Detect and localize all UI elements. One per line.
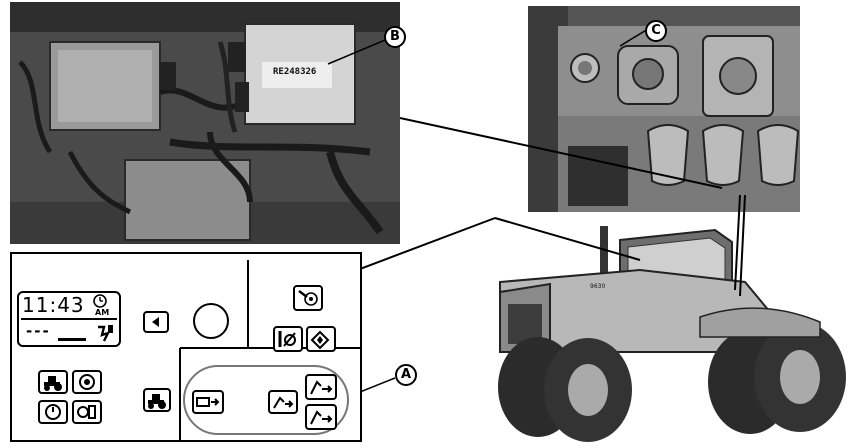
wrench-diagnostic-icon xyxy=(298,290,318,306)
hitch-icon xyxy=(196,397,220,407)
clock-time: 11:43 xyxy=(22,293,85,317)
callout-b: B xyxy=(384,26,406,48)
lcd-divider xyxy=(21,318,117,320)
timer-icon xyxy=(45,404,61,420)
hydraulic-icon xyxy=(310,380,333,395)
diagnostic-button[interactable] xyxy=(293,285,323,311)
callout-c: C xyxy=(645,20,667,42)
tractor-photo xyxy=(470,212,855,444)
fuel-button[interactable] xyxy=(306,326,336,352)
hazard-icon xyxy=(94,321,116,343)
part-number-label: RE248326 xyxy=(273,67,317,77)
lcd-dashes: --- xyxy=(26,322,51,340)
tractor-icon xyxy=(148,394,166,409)
lcd-bar xyxy=(58,338,86,341)
switch-button[interactable] xyxy=(273,326,303,352)
callout-a: A xyxy=(395,364,417,386)
implement-hitch-button[interactable] xyxy=(192,390,224,414)
engine-compartment-photo xyxy=(10,2,400,244)
callout-a-group xyxy=(183,365,349,435)
tractor-icon xyxy=(44,376,62,391)
hydraulic-button-2[interactable] xyxy=(305,374,337,400)
left-arrow-icon xyxy=(152,317,159,327)
clock-icon xyxy=(93,294,107,308)
tractor-mode-button[interactable] xyxy=(38,370,68,394)
gauge-button[interactable] xyxy=(72,370,102,394)
gauge-icon xyxy=(79,374,95,390)
hydraulic-button-1[interactable] xyxy=(268,390,298,414)
implement-icon xyxy=(77,405,96,419)
tractor-badge: 9630 xyxy=(590,283,606,290)
left-arrow-button[interactable] xyxy=(143,311,169,333)
hydraulic-icon xyxy=(310,410,333,425)
hydraulic-icon xyxy=(273,396,294,409)
rotary-knob[interactable] xyxy=(193,303,229,339)
fuel-icon xyxy=(310,330,330,350)
connector-bracket-photo xyxy=(528,6,800,212)
ampm-indicator: AM xyxy=(95,308,110,317)
hydraulic-button-3[interactable] xyxy=(305,404,337,430)
implement-status-button[interactable] xyxy=(72,400,102,424)
switch-icon xyxy=(278,331,296,347)
tractor-select-button[interactable] xyxy=(143,388,171,412)
timer-button[interactable] xyxy=(38,400,68,424)
